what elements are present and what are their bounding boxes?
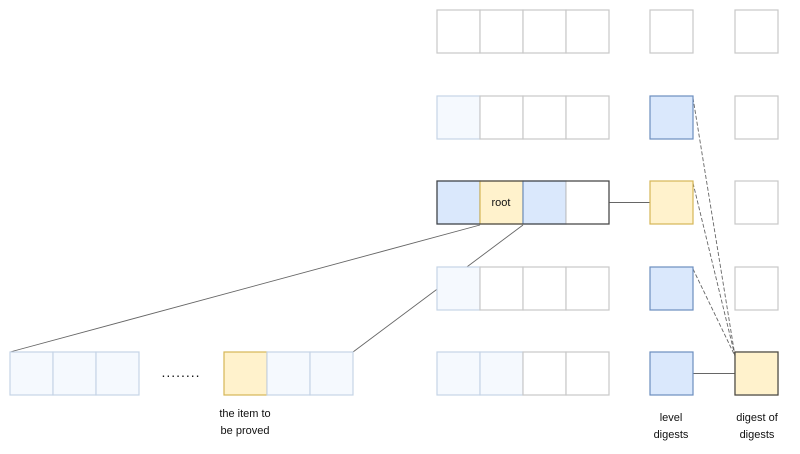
level-digest-cell-3 [649,180,694,225]
grid-cell-r1-c4 [565,9,610,54]
grid-cell-r3-c4 [565,180,610,225]
grid-cell-r3-c2 [479,180,524,225]
diagram-cells [9,9,779,396]
grid-cell-r4-c4 [565,266,610,311]
proof-left-connector [9,224,481,353]
level-digest-cell-1 [649,9,694,54]
final-digest-cell-4 [734,266,779,311]
digest-of-digests-label-line2: digests [740,429,775,441]
final-digest-cell-3 [734,180,779,225]
proof-ellipsis: ........ [161,364,200,380]
grid-cell-r5-c4 [565,351,610,396]
grid-cell-r4-c1 [436,266,481,311]
grid-cell-r5-c1 [436,351,481,396]
grid-cell-r2-c4 [565,95,610,140]
grid-cell-r1-c1 [436,9,481,54]
grid-cell-r2-c1 [436,95,481,140]
level-digest-cell-2 [649,95,694,140]
grid-cell-r2-c3 [522,95,567,140]
level-to-final-dashed-line-3 [692,268,736,357]
grid-cell-r4-c2 [479,266,524,311]
connector-lines [9,97,736,374]
grid-cell-r3-c1 [436,180,481,225]
grid-cell-r5-c2 [479,351,524,396]
proof-cell-left-3 [95,351,140,396]
item-label-line1: the item to [219,408,270,420]
grid-cell-r1-c2 [479,9,524,54]
item-label-line2: be proved [221,425,270,437]
level-to-final-dashed-line-2 [692,182,736,357]
grid-cell-r4-c3 [522,266,567,311]
grid-cell-r2-c2 [479,95,524,140]
level-digests-label-line1: level [660,412,683,424]
proof-cell-right-2 [266,351,311,396]
proof-cell-left-1 [9,351,54,396]
digest-of-digests-cell [734,351,779,396]
final-digest-cell-1 [734,9,779,54]
proof-cell-right-3 [309,351,354,396]
proof-cell-left-2 [52,351,97,396]
level-digests-label-line2: digests [654,429,689,441]
final-digest-cell-2 [734,95,779,140]
proof-cell-right-1 [223,351,268,396]
digest-of-digests-label-line1: digest of [736,412,779,424]
root-label: root [492,197,511,209]
root-row-frame [436,180,610,225]
level-digest-cell-4 [649,266,694,311]
level-to-final-dashed-line-1 [692,97,736,357]
grid-cell-r3-c3 [522,180,567,225]
level-digest-cell-5 [649,351,694,396]
grid-cell-r5-c3 [522,351,567,396]
grid-cell-r1-c3 [522,9,567,54]
